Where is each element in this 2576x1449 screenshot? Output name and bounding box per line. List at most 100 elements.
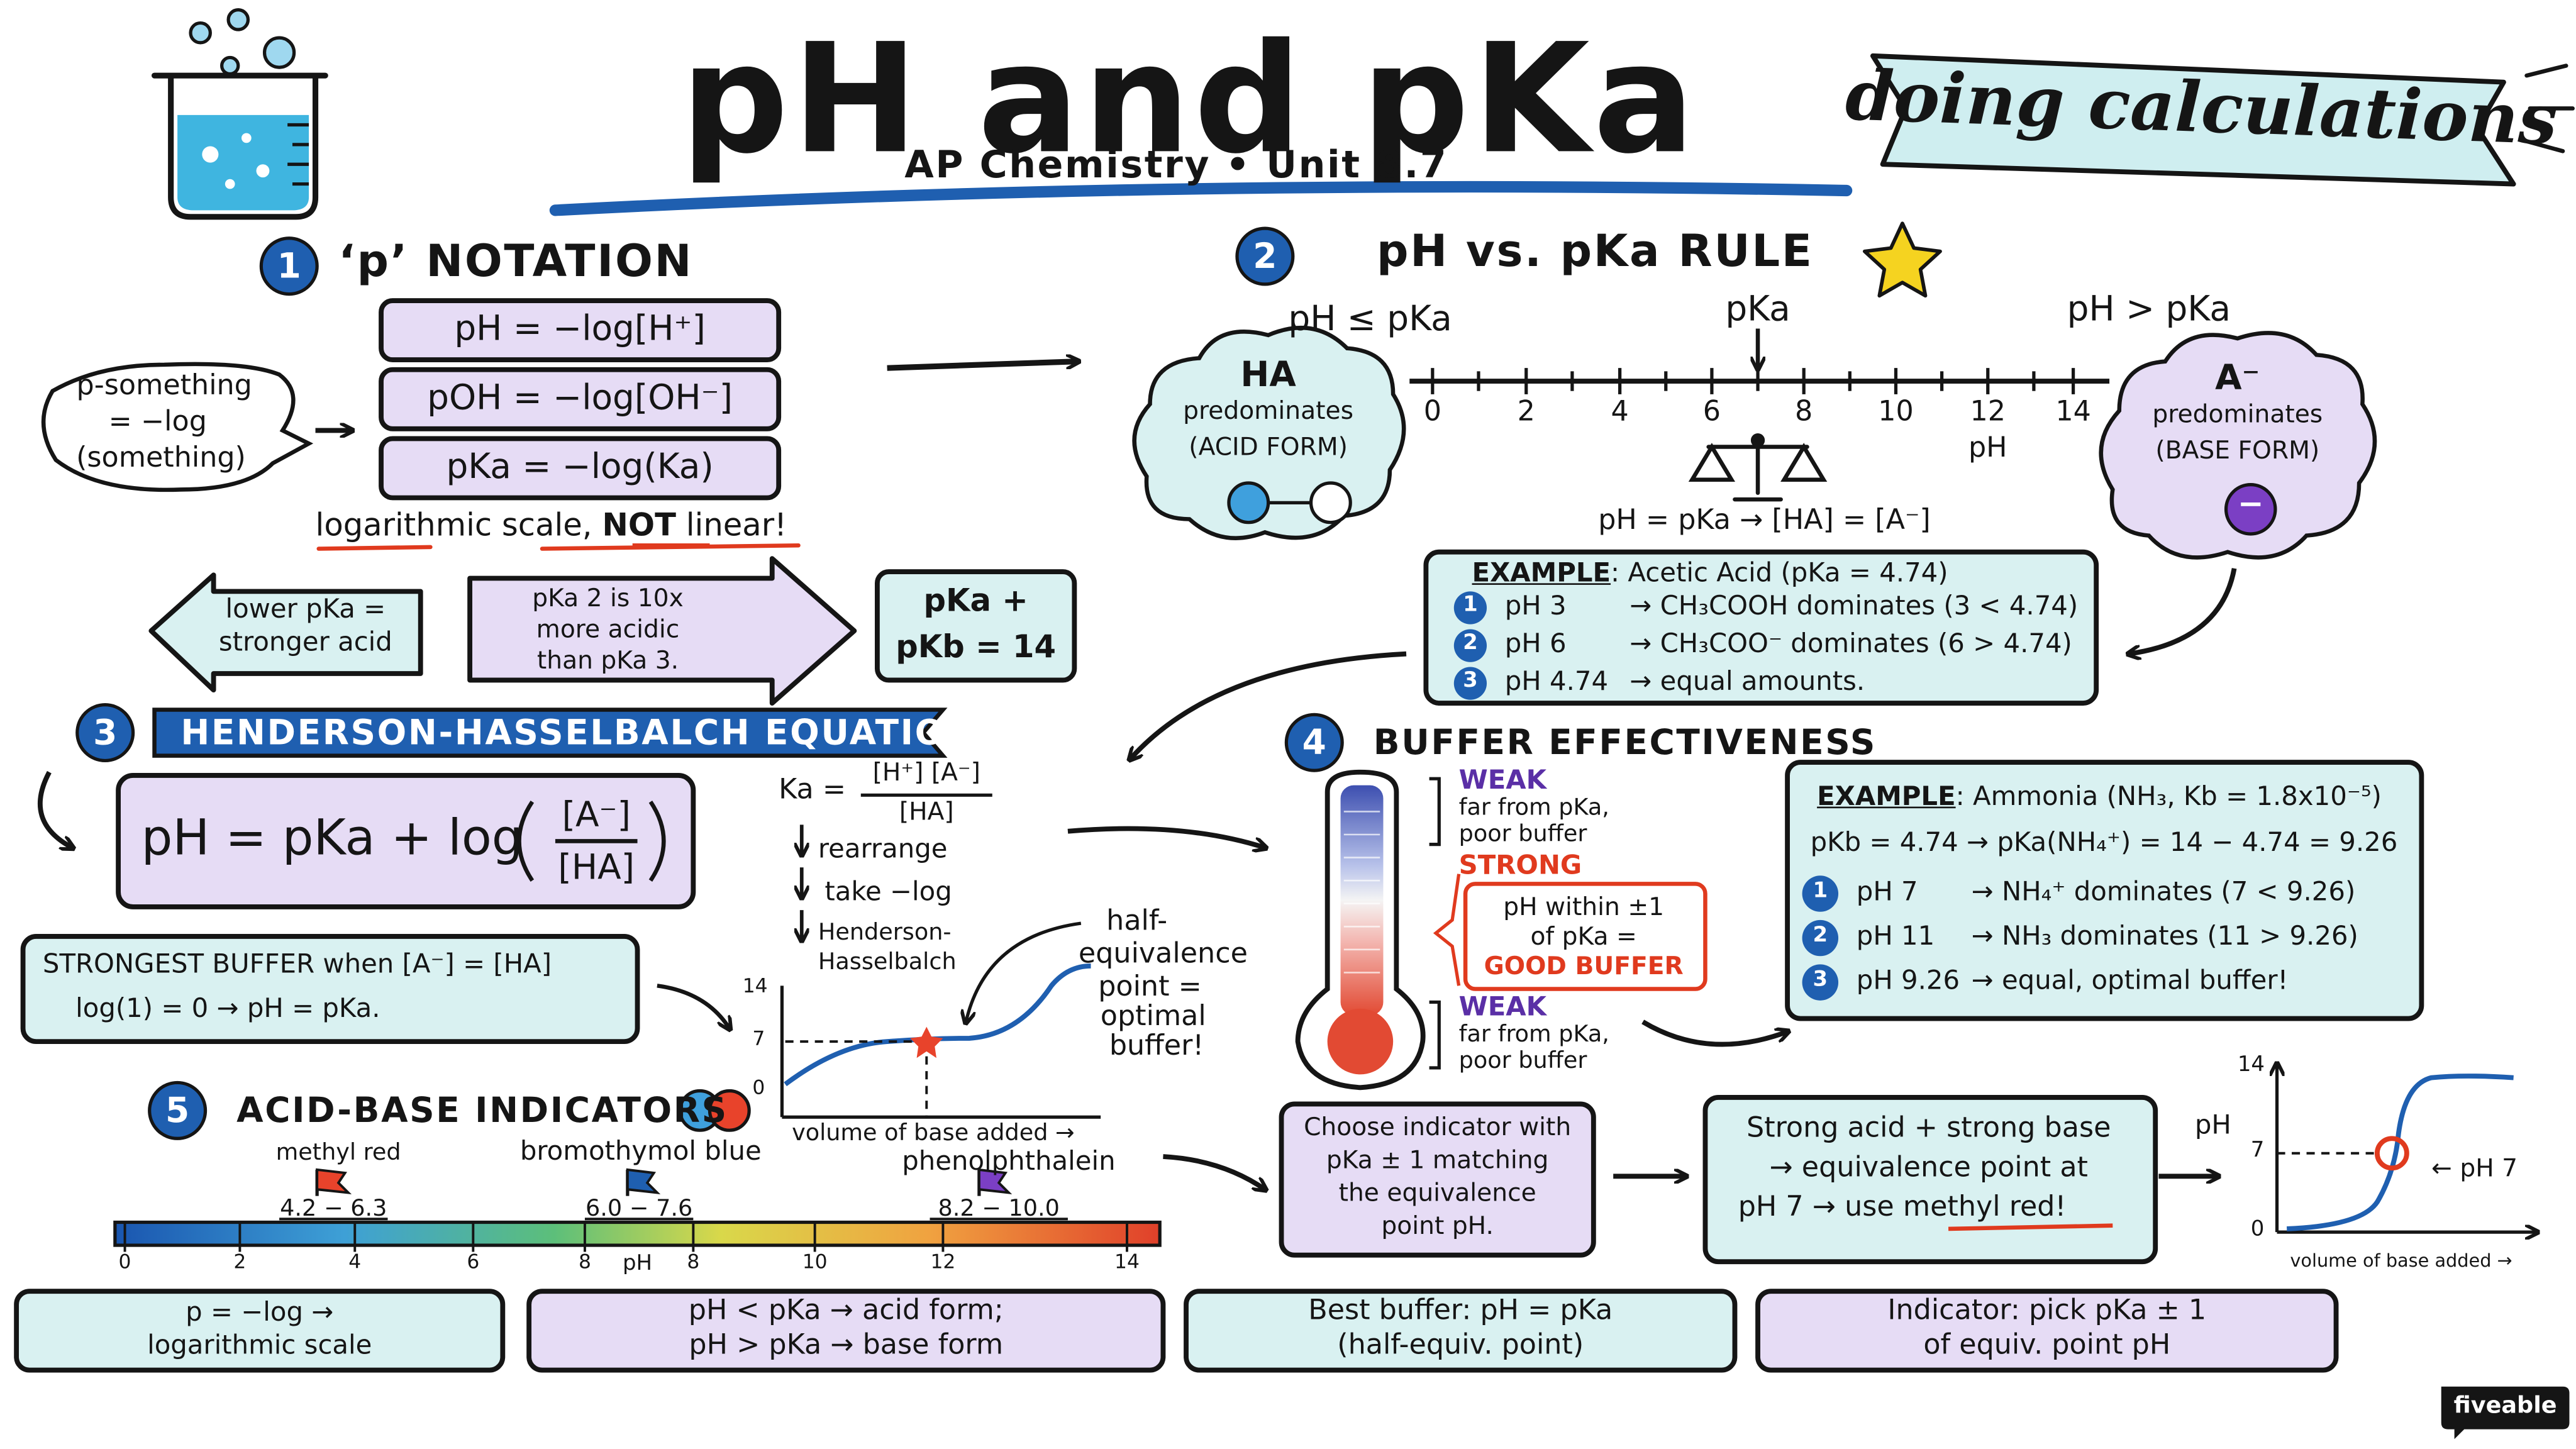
ammonia-row-1-ph: pH 7: [1856, 875, 1918, 907]
indicator-tick-0: 0: [118, 1250, 131, 1274]
ka-numerator: [H⁺] [A⁻]: [872, 757, 980, 787]
strong-acid-line-2: → equivalence point at: [1769, 1152, 2088, 1185]
scale-tick-0: 0: [1423, 396, 1441, 429]
indicator-range-bromothymol-blue: 6.0 − 7.6: [586, 1196, 693, 1223]
acetic-row-1-number: 1: [1463, 593, 1478, 618]
left-arrow-shape: [148, 572, 423, 693]
acid-cloud-line-3: (ACID FORM): [1189, 432, 1348, 462]
ammonia-row-1-number: 1: [1813, 879, 1828, 904]
indicator-name-phenolphthalein: phenolphthalein: [902, 1145, 1116, 1177]
speech-bubble: [41, 362, 314, 492]
star-icon: [1862, 221, 1942, 298]
curve-y-14: 14: [742, 974, 768, 997]
indicator-tick-2: 2: [233, 1250, 247, 1274]
ammonia-row-3-ph: pH 9.26: [1856, 964, 1960, 996]
pka2-line-2: more acidic: [536, 614, 680, 644]
section1-number: 1: [277, 246, 301, 286]
pka2-line-3: than pKa 3.: [536, 645, 679, 675]
ammonia-row-2-number: 2: [1813, 923, 1828, 948]
brand-badge: [2441, 1386, 2570, 1440]
scale-tick-12: 12: [1970, 396, 2006, 429]
graph-y-7: 7: [2250, 1138, 2265, 1163]
indicator-tick-8a: 8: [578, 1250, 591, 1274]
pka-pkb-line-1: pKa +: [923, 583, 1028, 619]
step-hh-line-1: Henderson-: [818, 919, 952, 947]
section2-heading: pH vs. pKa RULE: [1377, 226, 1814, 278]
ammonia-calc: pKb = 4.74 → pKa(NH₄⁺) = 14 − 4.74 = 9.2…: [1810, 826, 2398, 858]
formula-pka: pKa = −log(Ka): [446, 447, 714, 487]
section1-heading: ‘p’ NOTATION: [338, 236, 694, 288]
scale-tick-14: 14: [2055, 396, 2091, 429]
graph-x-label: volume of base added →: [2290, 1250, 2512, 1272]
scale-tick-4: 4: [1611, 396, 1629, 429]
acetic-row-2-result: → CH₃COO⁻ dominates (6 > 4.74): [1629, 627, 2072, 659]
hh-denominator: [HA]: [558, 847, 635, 887]
acetic-row-1-result: → CH₃COOH dominates (3 < 4.74): [1629, 589, 2079, 621]
ammonia-example-title: EXAMPLE: Ammonia (NH₃, Kb = 1.8x10⁻⁵): [1817, 780, 2382, 812]
hh-numerator: [A⁻]: [562, 795, 631, 835]
half-equiv-line-2: equivalence: [1078, 938, 1248, 971]
weak-top-desc-2: poor buffer: [1458, 821, 1587, 848]
graph-axis-label: pH: [2194, 1109, 2231, 1140]
ammonia-row-2-ph: pH 11: [1856, 919, 1935, 952]
hh-heading-banner: [152, 708, 948, 758]
strongest-buffer-line-2: log(1) = 0 → pH = pKa.: [75, 992, 380, 1024]
indicator-tick-14: 14: [1114, 1250, 1140, 1274]
weak-top-label: WEAK: [1458, 763, 1547, 796]
balance-icon: [1688, 433, 1828, 502]
half-equiv-line-3: point =: [1098, 970, 1202, 1004]
thermometer-icon: [1295, 769, 1426, 1091]
ka-label: Ka =: [779, 774, 847, 807]
step-rearrange: rearrange: [818, 833, 948, 865]
curve-y-7: 7: [752, 1026, 765, 1050]
strong-box-line-1: pH within ±1: [1503, 892, 1665, 922]
base-cloud-line-3: (BASE FORM): [2155, 435, 2320, 465]
base-cloud-line-2: predominates: [2152, 399, 2323, 429]
curve-y-0: 0: [752, 1075, 765, 1099]
indicator-tick-10: 10: [802, 1250, 828, 1274]
section4-number: 4: [1302, 723, 1326, 763]
beaker-icon: [151, 8, 328, 220]
half-equivalence-curve: [780, 963, 1101, 1119]
section3-heading: HENDERSON-HASSELBALCH EQUATION: [180, 713, 977, 753]
section5-number: 5: [165, 1091, 190, 1131]
formula-ph: pH = −log[H⁺]: [454, 309, 706, 348]
strong-label: STRONG: [1458, 849, 1582, 881]
acid-cloud-title: HA: [1240, 355, 1296, 394]
lower-pka-line-1: lower pKa =: [225, 593, 386, 625]
base-minus-symbol: −: [2237, 486, 2264, 523]
summary-1-line-2: logarithmic scale: [147, 1329, 372, 1360]
summary-3-line-2: (half-equiv. point): [1337, 1329, 1584, 1362]
bubble-line-3: (something): [76, 441, 246, 475]
weak-bottom-desc-2: poor buffer: [1458, 1048, 1587, 1075]
strong-acid-line-3: pH 7 → use methyl red!: [1738, 1191, 2067, 1224]
scale-tick-6: 6: [1702, 396, 1721, 429]
half-equiv-line-1: half-: [1106, 905, 1168, 938]
weak-bottom-desc-1: far from pKa,: [1458, 1021, 1609, 1048]
page-title: pH and pKa: [680, 11, 1699, 187]
title-underline: [549, 180, 1853, 216]
acetic-row-3-ph: pH 4.74: [1504, 665, 1609, 697]
curve-x-label: volume of base added →: [792, 1120, 1075, 1147]
strong-acid-line-1: Strong acid + strong base: [1746, 1112, 2111, 1145]
page-subtitle: AP Chemistry • Unit 8.7: [904, 144, 1448, 187]
choose-indicator-line-2: pKa ± 1 matching: [1326, 1145, 1549, 1175]
ammonia-row-1-result: → NH₄⁺ dominates (7 < 9.26): [1971, 875, 2356, 907]
banner-ribbon: [1870, 53, 2575, 187]
indicator-range-methyl-red: 4.2 − 6.3: [280, 1196, 387, 1223]
acetic-row-2-ph: pH 6: [1504, 627, 1567, 659]
pka-pkb-line-2: pKb = 14: [896, 629, 1057, 665]
pka-marker-label: pKa: [1725, 289, 1790, 329]
indicator-tick-8b: 8: [687, 1250, 700, 1274]
summary-1-line-1: p = −log →: [186, 1296, 334, 1328]
ammonia-row-3-number: 3: [1813, 967, 1828, 992]
summary-2-line-2: pH > pKa → base form: [689, 1329, 1004, 1362]
titration-graph: [2277, 1065, 2537, 1232]
section4-heading: BUFFER EFFECTIVENESS: [1373, 723, 1877, 763]
formula-poh: pOH = −log[OH⁻]: [427, 377, 733, 418]
choose-indicator-line-1: Choose indicator with: [1304, 1112, 1572, 1142]
scale-axis-label: pH: [1968, 432, 2007, 465]
step-hh-line-2: Hasselbalch: [818, 949, 957, 976]
indicator-range-phenolphthalein: 8.2 − 10.0: [938, 1196, 1060, 1223]
